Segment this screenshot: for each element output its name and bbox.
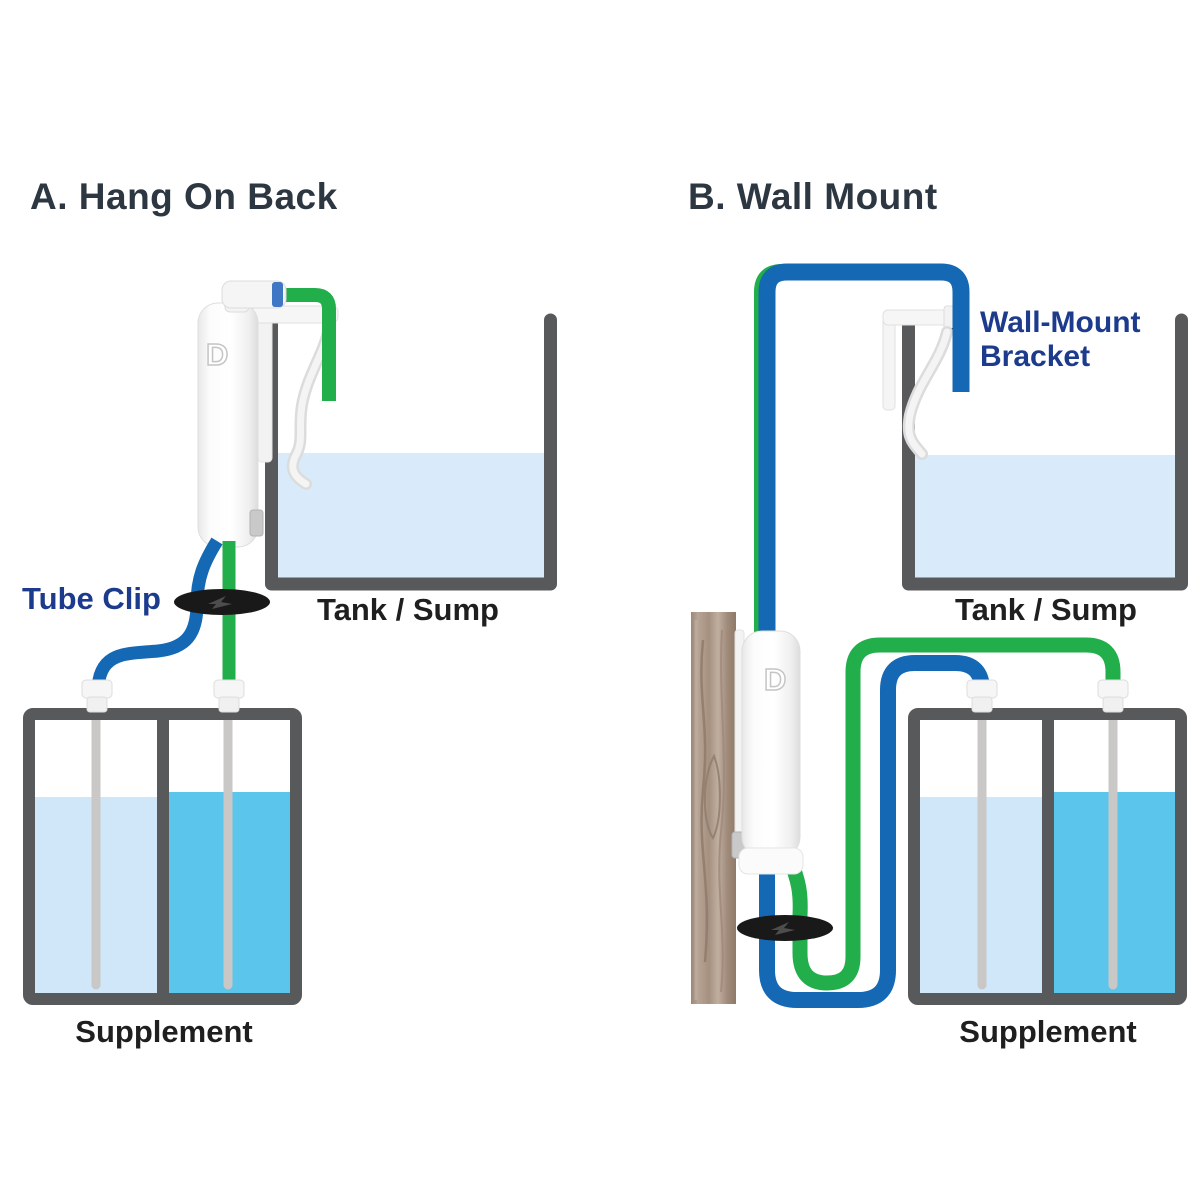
tube-b-blue-arch (758, 263, 970, 648)
wall-mount-bracket (882, 305, 969, 460)
tube-clip-a-logo-mark (208, 596, 232, 609)
tube-a-green-to-tank (281, 288, 336, 401)
wall-mount-bracket-label: Wall-Mount Bracket (980, 306, 1141, 373)
tank-b-water (914, 455, 1176, 578)
wood-post (691, 612, 736, 1004)
supplement-label-b: Supplement (959, 1014, 1137, 1049)
wood-grain-knot (703, 753, 721, 840)
wood-grain-line-2 (718, 629, 725, 993)
tube-clip-label: Tube Clip (22, 581, 161, 616)
tube-clip-a (174, 589, 270, 615)
tube-a-blue-supply (91, 537, 223, 693)
bottle-fitting-a-left (81, 679, 113, 713)
pump-a-side-connector (249, 509, 264, 537)
tank-sump-label-a: Tank / Sump (316, 592, 499, 627)
pump-b-logo: D (764, 662, 786, 697)
wood-post-body (691, 612, 736, 1004)
bottle-fitting-a-right (213, 679, 245, 713)
pump-a-logo: D (206, 337, 228, 372)
tube-b-green-supply (782, 637, 1121, 991)
tube-clip-b-logo-mark (771, 922, 795, 935)
pump-b-bottom-cap (738, 847, 804, 875)
tube-clip-b (737, 915, 833, 941)
tank-a-water (278, 453, 544, 578)
hob-rear-plate (257, 311, 273, 463)
panel-b-title: B. Wall Mount (688, 176, 938, 217)
pump-a-elbow-fitting (221, 280, 287, 309)
pump-a-elbow-collar (272, 282, 283, 307)
bracket-outer-plate (882, 311, 896, 411)
tube-b-blue-supply (759, 655, 990, 1008)
panel-b-wall-mount: D (691, 263, 1188, 1008)
tank-b-frame (902, 313, 1188, 591)
hob-dosing-tube (289, 318, 334, 488)
bottle-fitting-b-right (1097, 679, 1129, 713)
tank-sump-label-b: Tank / Sump (954, 592, 1137, 627)
bracket-dosing-tube (905, 328, 951, 458)
supplement-label-a: Supplement (75, 1014, 253, 1049)
panel-a-hang-on-back: D (23, 280, 557, 1005)
wood-grain-line-1 (700, 639, 709, 963)
panel-a-title: A. Hang On Back (30, 176, 338, 217)
bottle-fitting-b-left (966, 679, 998, 713)
